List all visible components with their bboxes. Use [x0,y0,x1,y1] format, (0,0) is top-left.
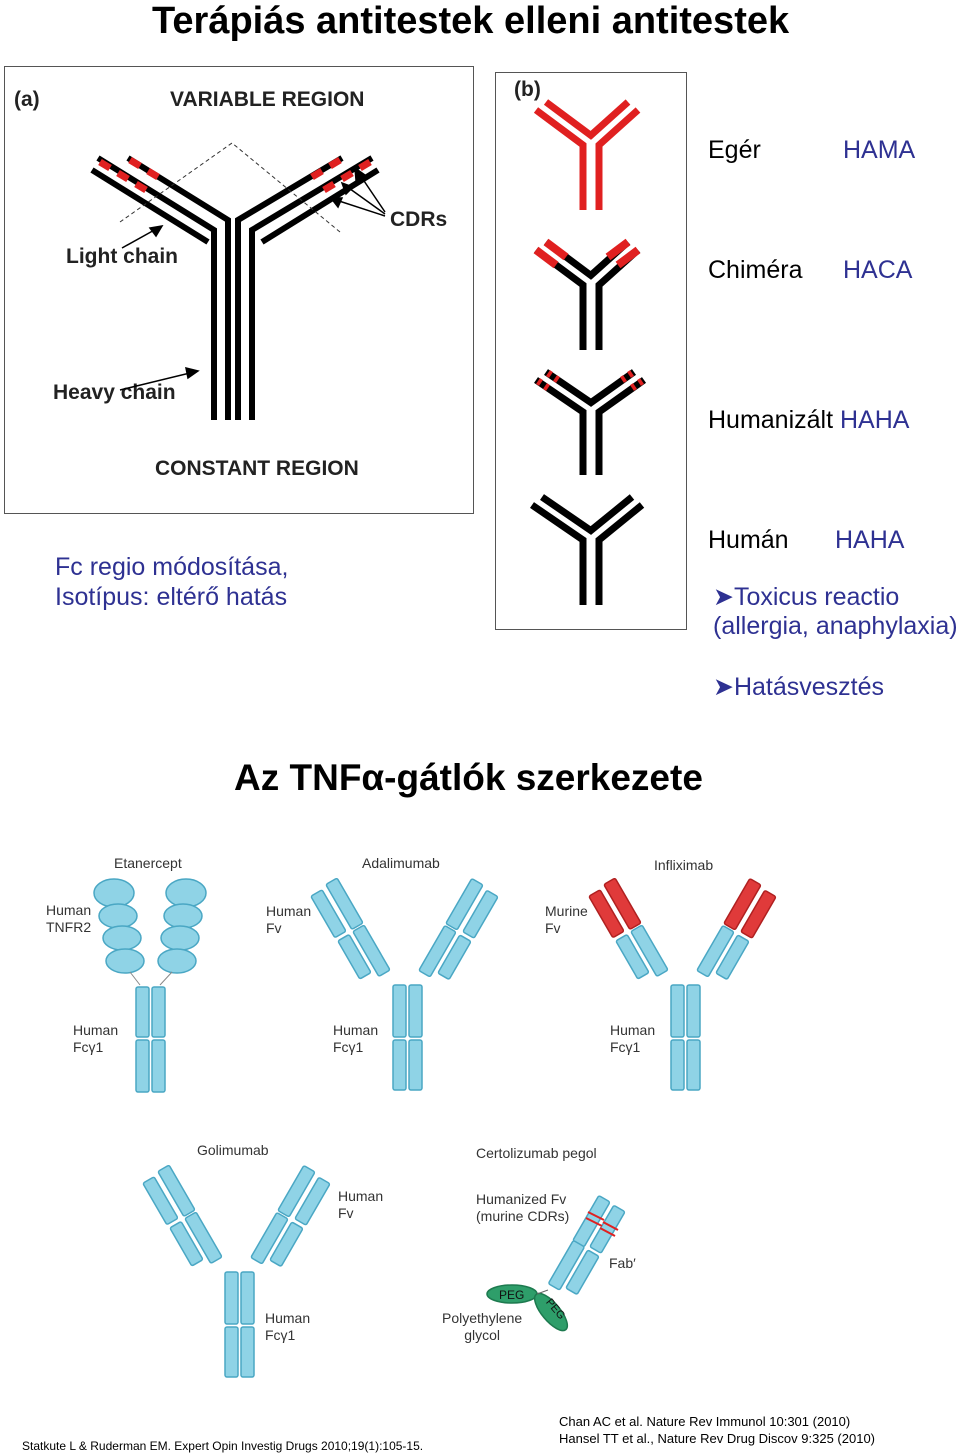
citation-right-1: Chan AC et al. Nature Rev Immunol 10:301… [559,1414,851,1429]
type-chimeric-name: Chiméra [708,256,803,284]
infliximab-structure [588,877,777,1091]
cdrs-label: CDRs [390,208,448,231]
type-human-name: Humán [708,526,789,554]
bullet-toxic-text: Toxicus reactio [733,583,900,611]
infliximab-top-line2: Fv [545,920,561,936]
variable-region-label: VARIABLE REGION [170,88,365,111]
etanercept-fc-label: Human Fcγ1 [73,1022,118,1056]
infliximab-name: Infliximab [654,857,714,873]
section-title: Az TNFα-gátlók szerkezete [234,757,703,798]
infliximab-top-label: Murine Fv [545,903,588,937]
golimumab-fc-line2: Fcγ1 [265,1327,296,1343]
type-mouse-response: HAMA [843,136,916,164]
etanercept-top-line2: TNFR2 [46,919,92,935]
panel-b [495,72,687,630]
adalimumab-top-line2: Fv [266,920,282,936]
peg-label-line2: glycol [464,1327,500,1343]
adalimumab-structure [310,877,499,1091]
bullet-toxic-line2: (allergia, anaphylaxia) [713,612,958,640]
infliximab-fc-label: Human Fcγ1 [610,1022,655,1056]
golimumab-top-label: Human Fv [338,1188,383,1222]
certolizumab-structure [486,1195,626,1332]
adalimumab-fc-label: Human Fcγ1 [333,1022,378,1056]
type-chimeric-response: HACA [843,256,913,284]
adalimumab-fc-line2: Fcγ1 [333,1039,364,1055]
bullet-loss: ➤Hatásvesztés [713,672,884,702]
certolizumab-peg-label: Polyethylene glycol [442,1310,522,1344]
golimumab-structure [142,1164,331,1378]
citation-left: Statkute L & Ruderman EM. Expert Opin In… [22,1439,424,1453]
golimumab-top-line2: Fv [338,1205,354,1221]
certolizumab-name: Certolizumab pegol [476,1145,597,1161]
type-humanized-response: HAHA [840,406,910,434]
antibody-schematic-a [90,142,386,420]
etanercept-name: Etanercept [114,855,182,871]
infliximab-fc-line1: Human [610,1022,656,1038]
antibody-types-b [530,99,647,605]
type-humanized-name: Humanizált [708,406,834,434]
etanercept-fc-line2: Fcγ1 [73,1039,104,1055]
golimumab-fc-label: Human Fcγ1 [265,1310,310,1344]
bullet-toxic: ➤Toxicus reactio [713,582,899,612]
certolizumab-top-line2: (murine CDRs) [476,1208,570,1224]
citation-right-2: Hansel TT et al., Nature Rev Drug Discov… [559,1431,875,1446]
etanercept-top-label: Human TNFR2 [46,902,91,936]
fc-note-line2: Isotípus: eltérő hatás [55,583,288,611]
etanercept-top-line1: Human [46,902,92,918]
infliximab-fc-line2: Fcγ1 [610,1039,641,1055]
fc-note-line1: Fc regio módosítása, [55,553,289,581]
heavy-chain-label: Heavy chain [53,381,176,404]
type-mouse-name: Egér [708,136,761,164]
arrow-bullet-icon: ➤ [713,673,734,701]
panel-b-tag: (b) [514,78,541,101]
adalimumab-fc-line1: Human [333,1022,379,1038]
adalimumab-name: Adalimumab [362,855,440,871]
infliximab-top-line1: Murine [545,903,588,919]
adalimumab-top-line1: Human [266,903,312,919]
certolizumab-top-label: Humanized Fv (murine CDRs) [476,1191,569,1225]
certolizumab-fab-label: Fab′ [609,1255,636,1271]
golimumab-fc-line1: Human [265,1310,311,1326]
etanercept-structure [93,878,207,1093]
golimumab-top-line1: Human [338,1188,384,1204]
constant-region-label: CONSTANT REGION [155,457,359,480]
etanercept-fc-line1: Human [73,1022,119,1038]
type-human-response: HAHA [835,526,905,554]
light-chain-label: Light chain [66,245,178,268]
certolizumab-top-line1: Humanized Fv [476,1191,567,1207]
page-title: Terápiás antitestek elleni antitestek [152,0,790,42]
arrow-bullet-icon: ➤ [713,583,734,611]
panel-a-tag: (a) [14,88,40,111]
adalimumab-top-label: Human Fv [266,903,311,937]
peg-label-line1: Polyethylene [442,1310,523,1326]
golimumab-name: Golimumab [197,1142,269,1158]
peg-label-1: PEG [499,1288,524,1302]
bullet-loss-text: Hatásvesztés [733,673,885,701]
